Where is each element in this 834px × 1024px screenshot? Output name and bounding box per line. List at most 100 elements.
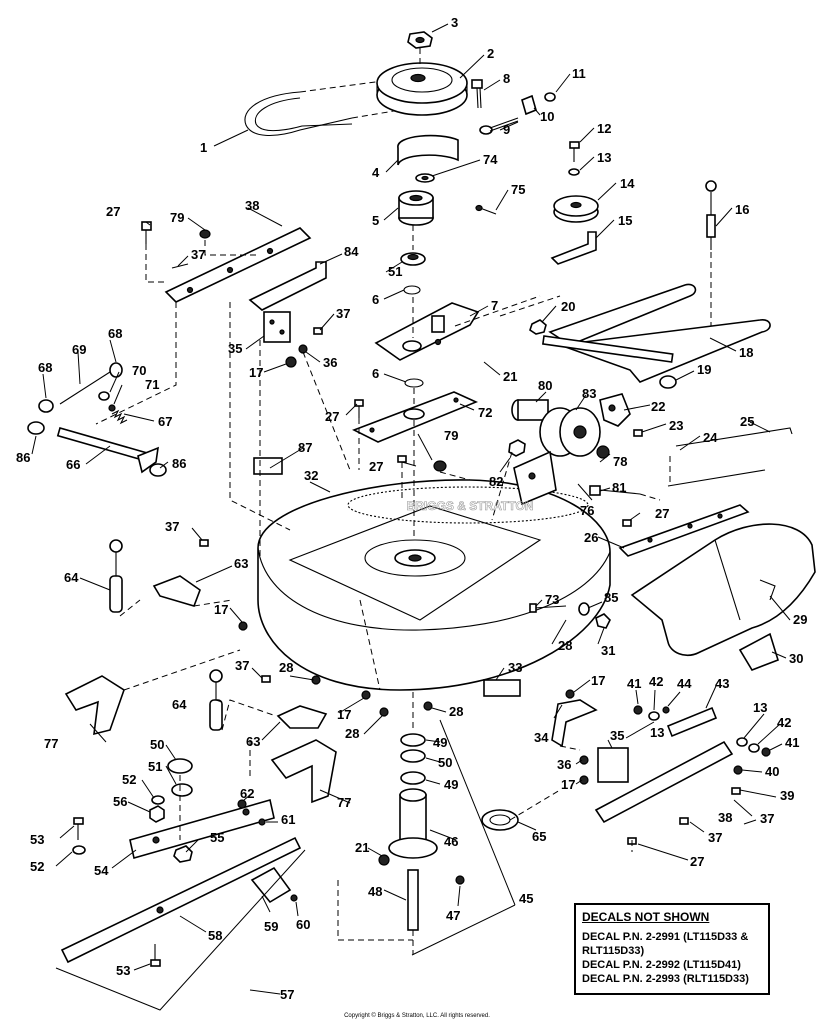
callout-12: 12 [597, 121, 611, 136]
callout-59: 59 [264, 919, 278, 934]
callout-49-lower: 49 [444, 777, 458, 792]
callout-17-right-upper: 17 [591, 673, 605, 688]
part-10 [521, 94, 537, 116]
nut-17-right-upper [565, 689, 575, 699]
callout-65: 65 [532, 829, 546, 844]
callout-85: 85 [604, 590, 618, 605]
bolt-12 [569, 141, 580, 162]
callout-37-upper: 37 [191, 247, 205, 262]
bushing-86-left [27, 421, 45, 435]
callout-37-lower: 37 [235, 658, 249, 673]
rod-24 [667, 456, 766, 487]
deck-hanger-38-lower [594, 740, 734, 824]
nut-62 [237, 799, 247, 809]
bracket-84 [248, 261, 327, 311]
callout-70: 70 [132, 363, 146, 378]
decal-87 [253, 457, 283, 475]
callout-54: 54 [94, 863, 109, 878]
bracket-76 [513, 450, 557, 506]
nut-82 [508, 439, 526, 457]
callout-51-lower: 51 [148, 759, 162, 774]
callout-50-lower: 50 [150, 737, 164, 752]
cable-16 [705, 180, 717, 250]
washer-13-top [568, 168, 580, 176]
callout-60: 60 [296, 917, 310, 932]
callout-53-lower: 53 [116, 963, 130, 978]
decals-box-title: DECALS NOT SHOWN [582, 910, 710, 924]
callout-53-upper: 53 [30, 832, 44, 847]
wing-nut-31 [595, 613, 611, 629]
nut-17-right-lower [579, 775, 589, 785]
callout-6-lower: 6 [372, 366, 379, 381]
callout-38-upper: 38 [245, 198, 259, 213]
rod-69 [59, 371, 111, 405]
nut-20 [529, 319, 547, 335]
callout-64-lower: 64 [172, 697, 187, 712]
callout-37-right-lower: 37 [708, 830, 722, 845]
spindle-shaft-48 [407, 869, 419, 931]
callout-50-upper: 50 [438, 755, 452, 770]
front-hanger-26 [618, 504, 750, 557]
callout-42-left: 42 [649, 674, 663, 689]
nut-79-mid [433, 460, 447, 472]
callout-17-upper: 17 [249, 365, 263, 380]
callout-47: 47 [446, 908, 460, 923]
callout-34: 34 [534, 730, 549, 745]
discharge-chute-29 [630, 523, 816, 657]
callout-numbers: 1 2 3 4 5 6 6 7 8 9 10 11 12 13 13 13 14… [16, 15, 807, 1002]
callout-3: 3 [451, 15, 458, 30]
callout-bracket-57 [55, 849, 306, 1011]
callout-44: 44 [677, 676, 692, 691]
callout-48: 48 [368, 884, 382, 899]
callout-76: 76 [580, 503, 594, 518]
nut-21-lower [378, 854, 390, 866]
bearing-upper-bore [407, 253, 419, 261]
callout-13-right: 13 [753, 700, 767, 715]
screw-60 [290, 894, 298, 902]
callout-71: 71 [145, 377, 159, 392]
callout-51-upper: 51 [388, 264, 402, 279]
callout-28-b: 28 [345, 726, 359, 741]
nut-28-c [379, 707, 389, 717]
callout-55: 55 [210, 830, 224, 845]
callout-42-right: 42 [777, 715, 791, 730]
bolt-27-mid [354, 399, 364, 418]
callout-49-upper: 49 [433, 735, 447, 750]
callout-4: 4 [372, 165, 380, 180]
callout-73: 73 [545, 592, 559, 607]
callout-39: 39 [780, 788, 794, 803]
drive-pulley [376, 62, 468, 116]
callout-27-lower: 27 [369, 459, 383, 474]
callout-15: 15 [618, 213, 632, 228]
washer-52-upper [151, 795, 165, 805]
callout-17-deck: 17 [214, 602, 228, 617]
washer-42-left [648, 711, 660, 721]
bumper-83 [539, 407, 601, 457]
callout-80: 80 [538, 378, 552, 393]
callout-1: 1 [200, 140, 207, 155]
callout-2: 2 [487, 46, 494, 61]
spindle-housing-46 [388, 788, 438, 859]
callout-6-upper: 6 [372, 292, 379, 307]
spindle-plate-72 [352, 391, 479, 443]
bolt-37-right-lower [679, 817, 689, 825]
callout-32: 32 [304, 468, 318, 483]
callout-74: 74 [483, 152, 498, 167]
callout-41-right: 41 [785, 735, 799, 750]
callout-56: 56 [113, 794, 127, 809]
bracket-22 [599, 393, 631, 427]
callout-37-right: 37 [336, 306, 350, 321]
callout-61: 61 [281, 812, 295, 827]
deck-hanger-38 [164, 227, 312, 303]
callout-68-right: 68 [108, 326, 122, 341]
bolt-37-mid-left [199, 539, 209, 547]
callout-75: 75 [511, 182, 525, 197]
bracket-77-left [64, 675, 125, 736]
plate-43 [666, 706, 718, 738]
spacer [398, 190, 434, 226]
callout-17-lower: 17 [337, 707, 351, 722]
callout-83: 83 [582, 386, 596, 401]
washer-42-right [748, 743, 760, 753]
wire-25 [675, 427, 793, 447]
